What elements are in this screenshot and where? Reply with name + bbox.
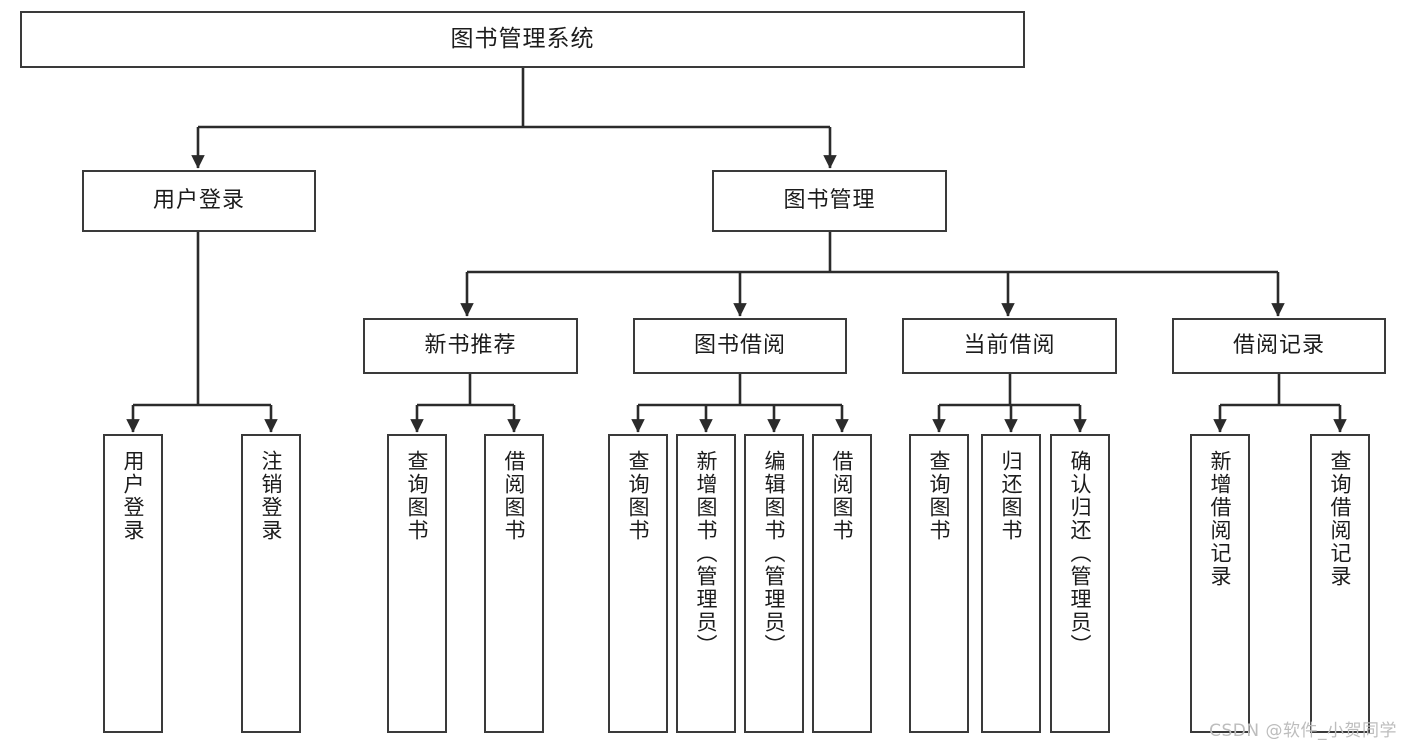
node-label: 用户登录	[121, 450, 146, 542]
node-label: 图书借阅	[693, 332, 786, 358]
node-leaf-add-book-admin[interactable]: 新增图书（管理员）	[676, 434, 736, 733]
node-label: 图书管理	[783, 187, 876, 213]
node-book-borrow[interactable]: 图书借阅	[633, 318, 847, 374]
csdn-watermark: CSDN @软件_小贺同学	[1209, 721, 1397, 741]
node-leaf-borrow-book[interactable]: 借阅图书	[812, 434, 872, 733]
node-leaf-edit-book-admin[interactable]: 编辑图书（管理员）	[744, 434, 804, 733]
node-label: 确认归还（管理员）	[1068, 450, 1093, 657]
node-label: 新增借阅记录	[1208, 450, 1233, 588]
node-user-login-module[interactable]: 用户登录	[82, 170, 316, 232]
node-label: 借阅图书	[502, 450, 527, 542]
node-label: 归还图书	[999, 450, 1024, 542]
node-leaf-confirm-return-admin[interactable]: 确认归还（管理员）	[1050, 434, 1110, 733]
node-label: 图书管理系统	[450, 25, 595, 52]
node-leaf-query-book-current[interactable]: 查询图书	[909, 434, 969, 733]
node-leaf-borrow-book-new[interactable]: 借阅图书	[484, 434, 544, 733]
node-label: 新书推荐	[424, 332, 517, 358]
node-leaf-return-book[interactable]: 归还图书	[981, 434, 1041, 733]
node-label: 注销登录	[259, 450, 284, 542]
node-leaf-user-login[interactable]: 用户登录	[103, 434, 163, 733]
node-book-management-module[interactable]: 图书管理	[712, 170, 947, 232]
node-leaf-query-book-new[interactable]: 查询图书	[387, 434, 447, 733]
node-label: 查询图书	[405, 450, 430, 542]
node-current-borrow[interactable]: 当前借阅	[902, 318, 1117, 374]
node-new-book-recommend[interactable]: 新书推荐	[363, 318, 578, 374]
node-label: 当前借阅	[963, 332, 1056, 358]
node-label: 编辑图书（管理员）	[762, 450, 787, 657]
node-label: 查询图书	[927, 450, 952, 542]
node-leaf-query-borrow-record[interactable]: 查询借阅记录	[1310, 434, 1370, 733]
node-label: 新增图书（管理员）	[694, 450, 719, 657]
node-root-system[interactable]: 图书管理系统	[20, 11, 1025, 68]
node-leaf-query-book-borrow[interactable]: 查询图书	[608, 434, 668, 733]
node-label: 借阅记录	[1232, 332, 1325, 358]
node-label: 用户登录	[152, 187, 245, 213]
node-label: 查询图书	[626, 450, 651, 542]
node-label: 查询借阅记录	[1328, 450, 1353, 588]
node-label: 借阅图书	[830, 450, 855, 542]
node-borrow-record[interactable]: 借阅记录	[1172, 318, 1386, 374]
node-leaf-user-logout[interactable]: 注销登录	[241, 434, 301, 733]
node-leaf-add-borrow-record[interactable]: 新增借阅记录	[1190, 434, 1250, 733]
